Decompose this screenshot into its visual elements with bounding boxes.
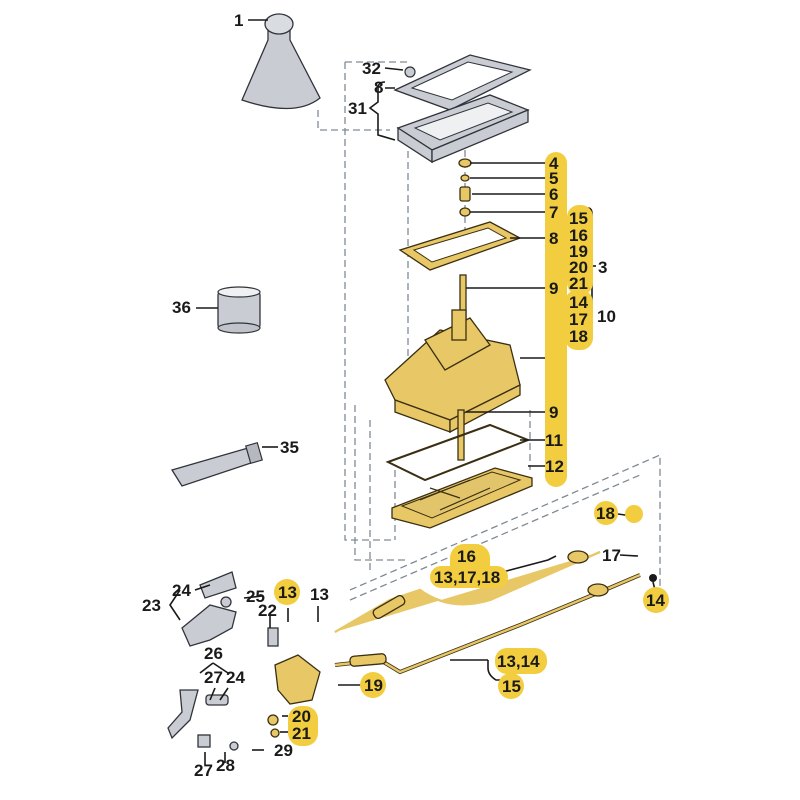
label-31: 31 [348,99,367,118]
small-hardware-stack [458,158,472,217]
label-12: 12 [545,457,564,476]
label-35: 35 [280,438,299,457]
label-13-left: 13 [278,583,297,602]
label-27-upper: 27 [204,668,223,687]
label-15-bottom: 15 [502,677,521,696]
label-3: 3 [598,258,607,277]
label-1: 1 [234,11,243,30]
label-17-right: 17 [602,546,621,565]
shift-housing-part [384,274,521,434]
label-29: 29 [274,741,293,760]
label-15-group: 15 [569,209,588,228]
label-24-lower: 24 [226,668,245,687]
gasket-frame-parts [393,54,532,164]
label-14-group: 14 [569,293,588,312]
label-16-cable: 16 [457,547,476,566]
label-9-upper: 9 [549,279,558,298]
label-5: 5 [549,169,558,188]
label-14-right: 14 [646,591,665,610]
label-26: 26 [204,644,223,663]
label-25: 25 [246,587,265,606]
label-21-bottom: 21 [292,724,311,743]
label-18-right: 18 [596,504,615,523]
label-13-right: 13 [310,585,329,604]
middle-gasket-part [398,221,522,271]
label-6: 6 [549,185,558,204]
grease-tube-part [170,441,263,487]
label-highlights [274,152,669,746]
label-7: 7 [549,203,558,222]
label-23: 23 [142,596,161,615]
label-11: 11 [545,431,563,450]
label-18-group: 18 [569,327,588,346]
label-20-group: 20 [569,258,588,277]
label-27-lower: 27 [194,761,213,780]
label-32: 32 [362,59,381,78]
label-4: 4 [549,154,559,173]
selector-linkage-parts [167,571,321,751]
label-10: 10 [597,307,616,326]
label-21-group: 21 [569,274,588,293]
label-17-group: 17 [569,310,588,329]
label-28: 28 [216,756,235,775]
bearing-sleeve-part [217,286,261,334]
gear-boot-part [241,13,321,110]
label-13-14: 13,14 [497,652,540,671]
label-9-lower: 9 [549,403,558,422]
label-13-17-18: 13,17,18 [434,568,500,587]
lower-gasket-parts [385,409,533,529]
label-8-top: 8 [374,78,383,97]
label-19-bottom: 19 [364,676,383,695]
label-36: 36 [172,298,191,317]
label-24-top: 24 [172,581,191,600]
label-19-group: 19 [569,242,588,261]
shift-cables [334,550,657,675]
label-8-mid: 8 [549,229,558,248]
part-number-labels: 1 32 8 31 4 5 6 7 8 15 16 19 20 21 3 9 1… [142,11,665,780]
label-16-group: 16 [569,226,588,245]
label-22: 22 [258,601,277,620]
label-20-bottom: 20 [292,707,311,726]
